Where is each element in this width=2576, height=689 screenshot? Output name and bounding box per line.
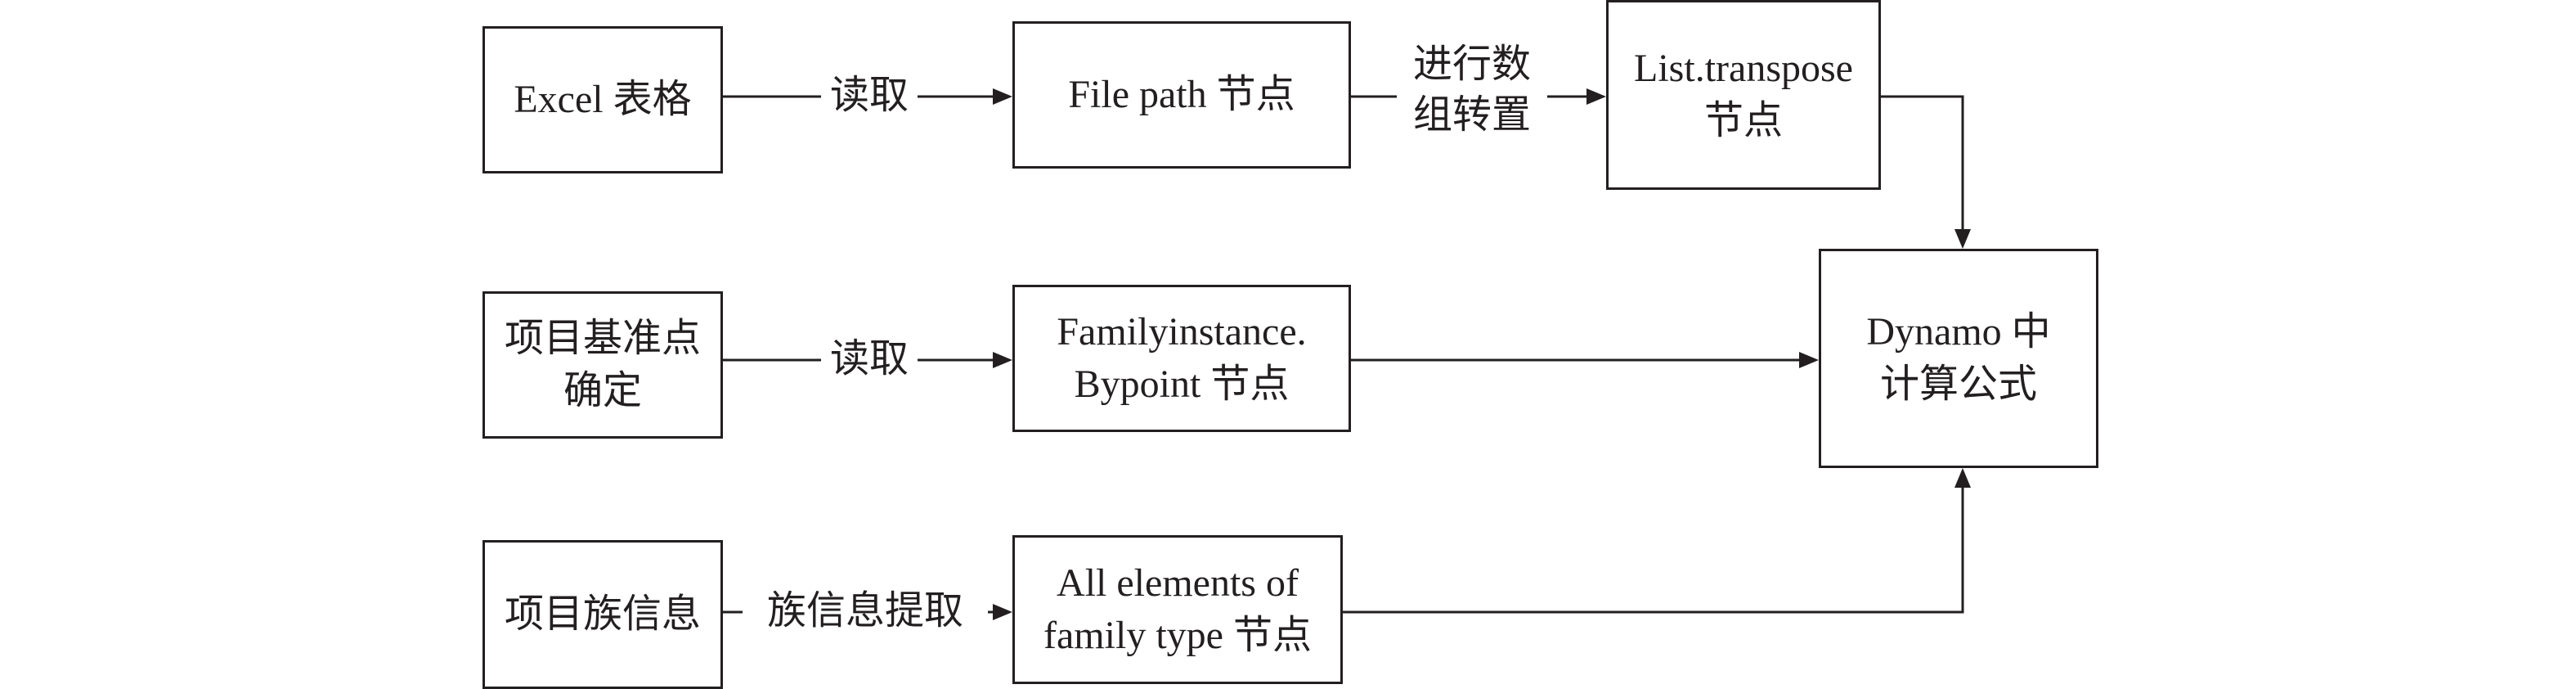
edge-label-read-excel: 读取 [821, 70, 918, 121]
edge-label-read-basepoint: 读取 [821, 334, 918, 385]
node-all-elements-of-family-type: All elements of family type 节点 [1012, 535, 1343, 684]
edge-label-extract-family-info-text: 族信息提取 [766, 589, 963, 633]
edge-label-transpose-line2: 组转置 [1412, 93, 1531, 137]
node-all-elements-label-line1: All elements of [1057, 561, 1299, 605]
node-base-point: 项目基准点 确定 [482, 291, 723, 439]
node-familyinstance-bypoint: Familyinstance. Bypoint 节点 [1012, 285, 1351, 432]
edge-label-transpose-line1: 进行数 [1412, 43, 1531, 86]
node-file-path-label: File path 节点 [1068, 73, 1295, 116]
node-list-transpose: List.transpose 节点 [1606, 0, 1881, 190]
node-dynamo-formula: Dynamo 中 计算公式 [1819, 249, 2098, 468]
connector-transpose-to-dynamo [1881, 95, 1964, 229]
arrowhead-dynamo-left [1799, 352, 1819, 368]
arrowhead-dynamo-top [1954, 229, 1971, 249]
node-family-info-label: 项目族信息 [504, 592, 701, 636]
node-excel-table-label: Excel 表格 [514, 78, 692, 121]
node-file-path: File path 节点 [1012, 21, 1351, 169]
node-dynamo-formula-label-line2: 计算公式 [1879, 363, 2037, 406]
node-base-point-label-line1: 项目基准点 [504, 317, 701, 360]
edge-label-extract-family-info: 族信息提取 [743, 586, 988, 637]
connector-allelements-to-dynamo [1343, 488, 1964, 614]
arrowhead-transpose [1586, 88, 1606, 105]
node-excel-table: Excel 表格 [482, 26, 723, 173]
edge-label-transpose: 进行数 组转置 [1397, 39, 1547, 141]
arrowhead-dynamo-bottom [1954, 468, 1971, 488]
node-all-elements-label-line2: family type 节点 [1043, 614, 1312, 657]
node-familyinstance-bypoint-label-line1: Familyinstance. [1057, 310, 1307, 354]
node-list-transpose-label-line2: 节点 [1703, 99, 1783, 142]
arrowhead-bypoint [993, 352, 1012, 368]
node-dynamo-formula-label-line1: Dynamo 中 [1866, 310, 2051, 354]
edge-label-read-basepoint-text: 读取 [829, 337, 909, 381]
node-family-info: 项目族信息 [482, 540, 723, 689]
edge-label-read-excel-text: 读取 [829, 74, 909, 117]
arrowhead-allelements [993, 604, 1012, 620]
node-list-transpose-label-line1: List.transpose [1634, 47, 1853, 90]
arrowhead-filepath [993, 88, 1012, 105]
node-familyinstance-bypoint-label-line2: Bypoint 节点 [1074, 363, 1290, 406]
node-base-point-label-line2: 确定 [563, 369, 642, 412]
